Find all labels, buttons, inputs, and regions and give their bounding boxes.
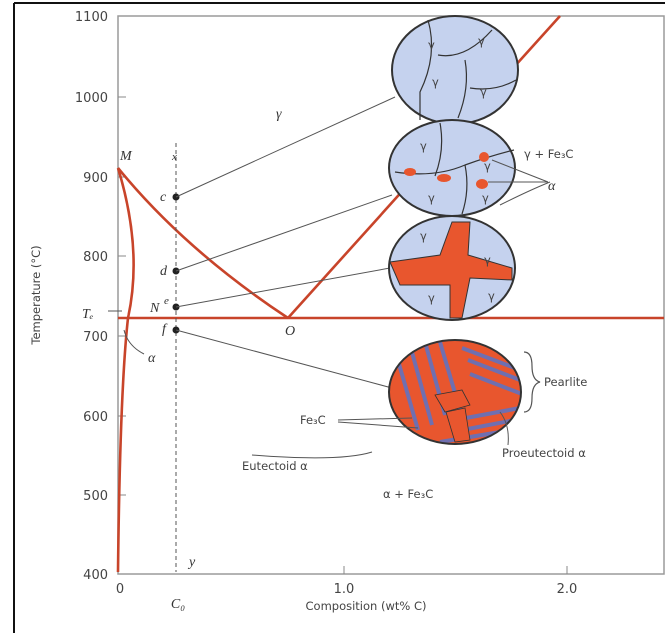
label-alpha: α: [148, 351, 156, 366]
proeutectoid-pointer: [499, 411, 509, 446]
x-axis: 0 1.0 2.0 C₀ Composition (wt% C): [116, 566, 577, 613]
y-tick-1000: 1000: [75, 91, 108, 106]
y-tick-900: 900: [83, 171, 108, 186]
label-f: f: [162, 322, 168, 337]
alpha-leader: [123, 329, 145, 355]
label-e: e: [164, 295, 169, 307]
label-x: x: [171, 151, 177, 163]
svg-text:γ: γ: [478, 34, 485, 48]
microstructure-proeutectoid-alpha: γ γ γ γ: [388, 215, 516, 321]
y-tick-500: 500: [83, 489, 108, 504]
svg-text:γ: γ: [484, 253, 491, 267]
y-tick-700: 700: [83, 330, 108, 345]
y-tick-400: 400: [83, 568, 108, 583]
pearlite-label: Pearlite: [544, 375, 587, 389]
plot-frame: [117, 15, 665, 575]
label-M: M: [119, 149, 133, 164]
eutectoid-pointer: [251, 451, 373, 459]
alpha-boundary: [116, 167, 135, 573]
alpha-fe3c-label: α + Fe₃C: [383, 487, 433, 501]
x-tick-0: 0: [116, 582, 124, 597]
x-tick-2-0: 2.0: [557, 582, 578, 597]
svg-text:γ: γ: [420, 229, 427, 243]
leader-lines: [175, 96, 396, 389]
c0-label: C₀: [171, 597, 185, 612]
svg-text:γ: γ: [480, 85, 487, 99]
svg-text:γ: γ: [428, 38, 435, 52]
label-N: N: [149, 301, 160, 316]
alpha-pointer-lines: [488, 159, 551, 206]
microstructure-pearlite: [388, 339, 522, 445]
svg-text:γ: γ: [428, 291, 435, 305]
gamma-alpha-boundary: [116, 167, 289, 320]
svg-text:γ: γ: [420, 139, 427, 153]
gamma-fe3c-label: γ + Fe₃C: [524, 147, 573, 161]
y-axis-title: Temperature (°C): [29, 245, 43, 345]
fe3c-pointers: [337, 417, 419, 429]
y-axis: 1100 1000 900 800 700 600 500 400 Temper…: [29, 10, 126, 583]
pearlite-brace: [523, 351, 541, 413]
x-tick-1-0: 1.0: [334, 582, 355, 597]
fe3c-label: Fe₃C: [300, 413, 326, 427]
y-tick-1100: 1100: [75, 10, 108, 25]
label-c: c: [160, 190, 167, 205]
microstructure-gamma-alpha-nucleation: γ γ γ γ: [388, 119, 516, 217]
label-d: d: [160, 264, 168, 279]
svg-text:γ: γ: [482, 191, 489, 205]
label-O: O: [285, 324, 295, 339]
label-gamma-region: γ: [276, 107, 282, 122]
x-axis-title: Composition (wt% C): [306, 599, 427, 613]
microstructure-gamma: γ γ γ γ: [391, 15, 519, 125]
eutectoid-alpha-label: Eutectoid α: [242, 459, 308, 473]
svg-text:γ: γ: [484, 159, 491, 173]
y-tick-600: 600: [83, 410, 108, 425]
svg-text:γ: γ: [488, 289, 495, 303]
svg-text:γ: γ: [428, 191, 435, 205]
alpha-pointer-label: α: [548, 179, 556, 194]
proeutectoid-alpha-label: Proeutectoid α: [502, 446, 586, 460]
label-Te: Tₑ: [82, 307, 94, 322]
label-y: y: [187, 555, 196, 570]
y-tick-800: 800: [83, 250, 108, 265]
svg-text:γ: γ: [432, 75, 439, 89]
